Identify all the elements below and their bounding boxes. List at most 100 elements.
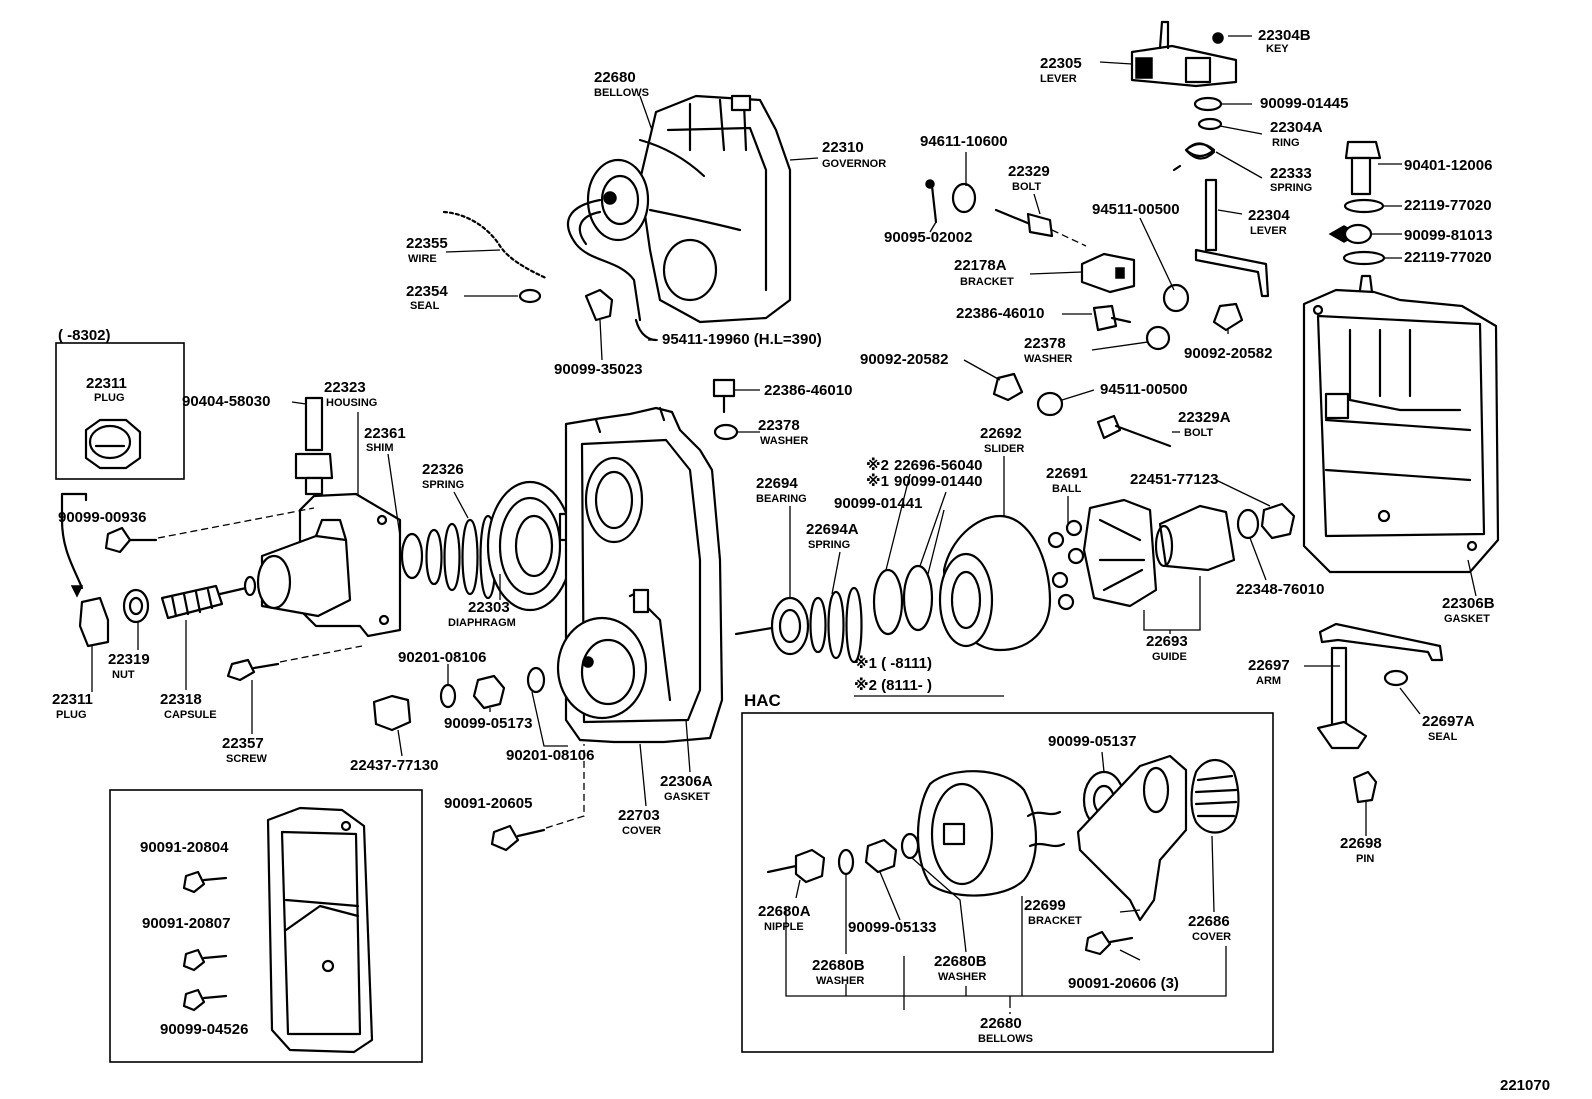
callout-c13-number: 94611-10600 (920, 133, 1008, 150)
callout-c44-number: 22303 (468, 599, 510, 616)
spring-22326-drawing (425, 514, 497, 600)
callout-c50-number: 22318 (160, 691, 202, 708)
plug-nut-capsule-drawing (60, 492, 257, 648)
callout-c17-name: BRACKET (960, 276, 1014, 288)
callout-c29-name: HOUSING (326, 397, 377, 409)
hac-label: HAC (744, 691, 781, 710)
callout-c26-number: 90099-35023 (554, 361, 642, 378)
spring-22694a-drawing (809, 586, 863, 664)
callout-c6-number: 22304 (1248, 207, 1290, 224)
inset-cover-drawing (182, 806, 374, 1054)
banjo-bolt-group (1328, 140, 1386, 266)
guide-22693-drawing (1082, 498, 1236, 608)
callout-c14-name: BOLT (1012, 181, 1041, 193)
callout-c40-number: 22694A (806, 521, 859, 538)
callout-c57-number: 22697A (1422, 713, 1475, 730)
callout-c33-name: WASHER (760, 435, 808, 447)
bolt-22329-drawing (994, 208, 1087, 247)
callout-c70-number: 90091-20606 (3) (1068, 975, 1179, 992)
callout-c48-name: NUT (112, 669, 135, 681)
inset-plug-frame (55, 342, 185, 480)
callout-c18-number: 22386-46010 (956, 305, 1044, 322)
callout-c59-name: COVER (622, 825, 661, 837)
governor-22310-drawing (566, 94, 792, 324)
callout-c39-number: 22694 (756, 475, 798, 492)
callout-c71-name: WASHER (816, 975, 864, 987)
callout-c23-number: 22355 (406, 235, 448, 252)
callout-c17-number: 22178A (954, 257, 1007, 274)
callout-c29-number: 22323 (324, 379, 366, 396)
callout-c27-name: PLUG (94, 392, 125, 404)
callout-c54-number: 90201-08106 (506, 747, 594, 764)
callout-c24-number: 22354 (406, 283, 448, 300)
callout-c45-number: 22348-76010 (1236, 581, 1324, 598)
callout-c66-number: 22699 (1024, 897, 1066, 914)
figure-id: 221070 (1500, 1077, 1550, 1094)
callout-c58-number: 22306A (660, 773, 713, 790)
callout-c56-name: ARM (1256, 675, 1281, 687)
seal-22354-drawing (518, 288, 542, 304)
leader-lines (91, 35, 1477, 1014)
callout-c36-name: BALL (1052, 483, 1082, 495)
callout-c7-number: 90401-12006 (1404, 157, 1492, 174)
washer-22348-drawing (1236, 502, 1296, 540)
inset-plug-range: ( -8302) (58, 327, 111, 344)
lever-22305-drawing (1130, 20, 1238, 88)
callout-c53-number: 90099-05173 (444, 715, 532, 732)
callout-c72-name: WASHER (938, 971, 986, 983)
callout-c30-number: 22361 (364, 425, 406, 442)
pin-22698-drawing (1352, 770, 1378, 804)
callout-c4-number: 22304A (1270, 119, 1323, 136)
callout-c47-number: 22693 (1146, 633, 1188, 650)
hac-frame (741, 712, 1274, 1053)
bolt-washer-center-top (712, 378, 739, 441)
callout-c30-name: SHIM (366, 442, 394, 454)
callout-c5-name: SPRING (1270, 182, 1312, 194)
arm-22697-drawing (1316, 622, 1444, 750)
callout-c63-number: 90091-20807 (142, 915, 230, 932)
callout-c67-name: COVER (1192, 931, 1231, 943)
washer-ring-stack (1172, 96, 1223, 172)
callout-c32-number: 22386-46010 (764, 382, 852, 399)
callout-c19-name: WASHER (1024, 353, 1072, 365)
callout-c11-name: BELLOWS (594, 87, 649, 99)
callout-c47-name: GUIDE (1152, 651, 1187, 663)
callout-c42-number: 90099-01440 (894, 473, 982, 490)
callout-c65-number: 90099-05137 (1048, 733, 1136, 750)
callout-c34-number: 22692 (980, 425, 1022, 442)
callout-c6-name: LEVER (1250, 225, 1287, 237)
callout-c25-number: 95411-19960 (H.L=390) (662, 331, 822, 348)
callout-c64-number: 90099-04526 (160, 1021, 248, 1038)
callout-c52-number: 90201-08106 (398, 649, 486, 666)
callout-c16-number: 94511-00500 (1092, 201, 1180, 218)
callout-c43-number: 90099-01441 (834, 495, 922, 512)
callout-c15-number: 90095-02002 (884, 229, 972, 246)
callout-c71-number: 22680B (812, 957, 865, 974)
applicability-line-2: ※2 (8111- ) (854, 676, 932, 694)
callout-c38-number: 90099-00936 (58, 509, 146, 526)
callout-c49-name: PLUG (56, 709, 87, 721)
callout-c12-name: GOVERNOR (822, 158, 886, 170)
callout-c49-number: 22311 (52, 691, 93, 708)
callout-c31-number: 22326 (422, 461, 464, 478)
callout-c35-number: 22329A (1178, 409, 1231, 426)
bolt-90091-20605-drawing (490, 744, 585, 852)
callout-c1-number: 22304B (1258, 27, 1311, 44)
callout-c14-number: 22329 (1008, 163, 1050, 180)
center-body-drawing (556, 406, 724, 744)
callout-c50-name: CAPSULE (164, 709, 217, 721)
callout-c24-name: SEAL (410, 300, 440, 312)
callout-c39-name: BEARING (756, 493, 807, 505)
callout-c5-number: 22333 (1270, 165, 1312, 182)
callout-c59-number: 22703 (618, 807, 660, 824)
callout-c10-number: 22119-77020 (1404, 249, 1492, 266)
callout-c20-number: 90092-20582 (1184, 345, 1272, 362)
callout-c61-number: 22698 (1340, 835, 1382, 852)
callout-c46-number: 22306B (1442, 595, 1495, 612)
callout-c41-number: 22696-56040 (894, 457, 982, 474)
callout-c36-number: 22691 (1046, 465, 1088, 482)
callout-c27-number: 22311 (86, 375, 127, 392)
callout-c68-name: NIPPLE (764, 921, 804, 933)
callout-c22-number: 94511-00500 (1100, 381, 1188, 398)
